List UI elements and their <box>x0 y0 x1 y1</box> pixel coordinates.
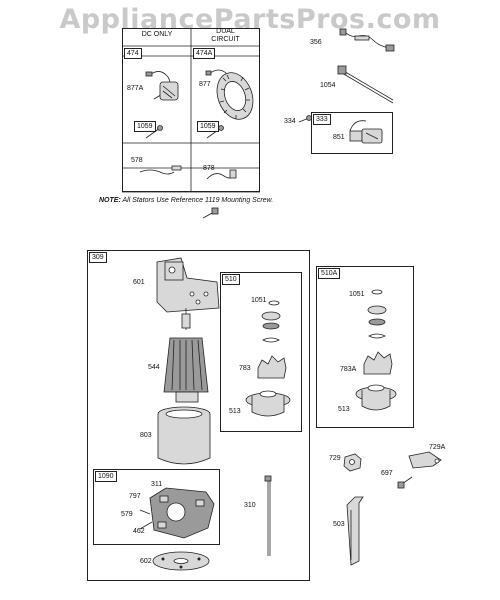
callout-1054: 1054 <box>320 82 336 89</box>
callout-1051-a: 1051 <box>251 297 267 304</box>
callout-1059-b: 1059 <box>197 121 219 132</box>
drive-510a-box <box>316 266 414 428</box>
callout-311: 311 <box>151 481 163 488</box>
wire-578 <box>139 165 182 175</box>
callout-462: 462 <box>133 528 145 535</box>
callout-474: 474 <box>124 48 142 59</box>
callout-510: 510 <box>222 274 240 285</box>
solenoid-851 <box>349 120 383 144</box>
callout-1090: 1090 <box>95 471 117 482</box>
callout-474a: 474A <box>193 48 216 59</box>
dual-circuit-header-line1: DUAL <box>216 28 235 35</box>
callout-334: 334 <box>284 118 296 125</box>
callout-783: 783 <box>239 365 251 372</box>
callout-697: 697 <box>381 470 393 477</box>
terminal-729a <box>408 451 442 469</box>
callout-333: 333 <box>313 114 331 125</box>
callout-513-b: 513 <box>338 406 350 413</box>
tie-1054 <box>337 65 394 104</box>
callout-783a: 783A <box>340 366 357 373</box>
housing-803 <box>157 406 211 465</box>
mounting-screw-1119 <box>202 207 219 219</box>
callout-1059-a: 1059 <box>134 121 156 132</box>
harness-356 <box>339 28 395 52</box>
bracket-503 <box>346 496 364 566</box>
callout-578: 578 <box>131 157 143 164</box>
armature-544 <box>163 308 209 403</box>
brush-plate-311 <box>149 487 215 539</box>
callout-544: 544 <box>148 364 160 371</box>
stator-877a <box>145 71 179 101</box>
callout-356: 356 <box>310 39 322 46</box>
assembly-309-box <box>87 250 310 581</box>
end-cap-601 <box>156 257 220 313</box>
screw-1059-a <box>145 125 163 139</box>
wire-878 <box>206 169 237 180</box>
note-prefix: NOTE: <box>99 197 121 204</box>
screw-1059-b <box>206 125 224 139</box>
kit-1090-box <box>93 469 220 545</box>
callout-851: 851 <box>333 134 345 141</box>
callout-602: 602 <box>140 558 152 565</box>
callout-309: 309 <box>89 252 107 263</box>
callout-503: 503 <box>333 521 345 528</box>
washer-602 <box>152 551 210 571</box>
callout-797: 797 <box>129 493 141 500</box>
callout-601: 601 <box>133 279 145 286</box>
callout-510a: 510A <box>318 268 341 279</box>
dc-only-header: DC ONLY <box>141 31 173 38</box>
screw-697 <box>397 476 413 489</box>
callout-877: 877 <box>199 81 211 88</box>
screw-334 <box>298 115 312 123</box>
nut-729 <box>343 453 362 472</box>
dual-circuit-header-line2: CIRCUIT <box>211 36 240 43</box>
callout-579: 579 <box>121 511 133 518</box>
stator-note: NOTE: All Stators Use Reference 1119 Mou… <box>99 197 273 204</box>
callout-729: 729 <box>329 455 341 462</box>
callout-803: 803 <box>140 432 152 439</box>
drive-510-box <box>220 272 302 432</box>
callout-877a: 877A <box>127 85 144 92</box>
drive-510a <box>355 289 397 411</box>
bolt-310 <box>264 475 272 556</box>
stator-877 <box>205 69 254 120</box>
kit-333-box <box>311 112 393 154</box>
callout-729a: 729A <box>429 444 446 451</box>
callout-310: 310 <box>244 502 256 509</box>
drive-510 <box>245 300 291 417</box>
callout-1051-b: 1051 <box>349 291 365 298</box>
callout-513-a: 513 <box>229 408 241 415</box>
note-text: All Stators Use Reference 1119 Mounting … <box>122 197 274 204</box>
callout-878: 878 <box>203 165 215 172</box>
